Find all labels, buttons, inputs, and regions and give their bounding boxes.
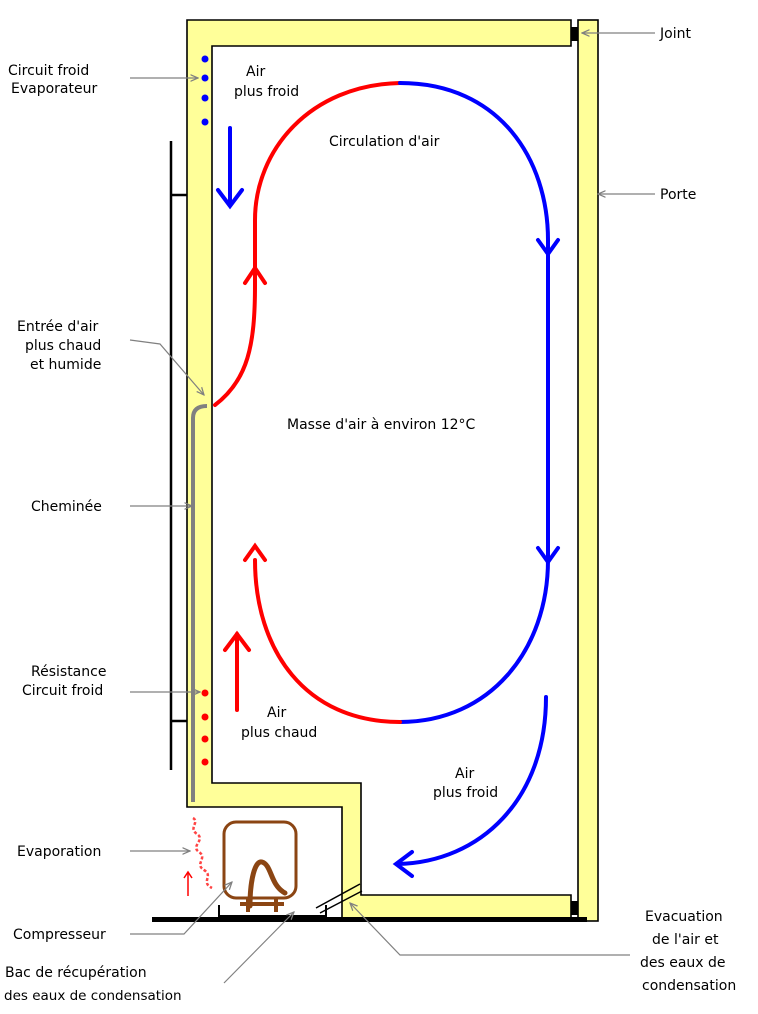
label-evacuation-1: Evacuation — [645, 909, 723, 925]
back-panel — [169, 141, 187, 770]
label-air-warm-1: Air — [267, 705, 286, 721]
compressor-legs — [240, 898, 284, 912]
air-circulation-loop — [213, 81, 550, 724]
label-bac-2: des eaux de condensation — [4, 988, 182, 1004]
compressor-pipe — [247, 859, 288, 909]
fridge-door — [577, 19, 599, 922]
label-entree-3: et humide — [30, 357, 101, 373]
evaporation-up-arrow — [183, 870, 193, 896]
evaporator-coil-dots — [201, 55, 209, 126]
label-resistance-1: Résistance — [31, 664, 106, 680]
leader-lines — [129, 33, 655, 984]
label-evaporation: Evaporation — [17, 844, 101, 860]
drain-pipe — [315, 883, 363, 914]
door-joint-bottom — [571, 901, 578, 915]
label-evacuation-2: de l'air et — [652, 932, 719, 948]
label-evacuation-4: condensation — [642, 978, 736, 994]
evaporation-squiggle — [192, 816, 213, 890]
label-circulation: Circulation d'air — [329, 134, 440, 150]
label-masse-air: Masse d'air à environ 12°C — [287, 417, 476, 433]
chimney-pipe — [191, 404, 208, 802]
door-joint-top — [571, 27, 578, 41]
warm-air-up-arrow — [223, 630, 251, 712]
cold-air-down-arrow — [216, 126, 244, 210]
cold-air-exit-arrow — [392, 695, 548, 878]
label-entree-2: plus chaud — [25, 338, 101, 354]
label-porte: Porte — [660, 187, 696, 203]
label-air-cold-top-2: plus froid — [234, 84, 299, 100]
label-air-warm-2: plus chaud — [241, 725, 317, 741]
label-circuit-froid-evap-1: Circuit froid — [8, 63, 89, 79]
label-joint: Joint — [659, 26, 691, 42]
fridge-wall — [186, 19, 572, 922]
label-compresseur: Compresseur — [13, 927, 106, 943]
loop-arrowheads — [243, 238, 560, 566]
floor — [152, 917, 587, 922]
label-air-cold-bottom-2: plus froid — [433, 785, 498, 801]
label-air-cold-bottom-1: Air — [455, 766, 474, 782]
label-air-cold-top-1: Air — [246, 64, 265, 80]
label-evacuation-3: des eaux de — [640, 955, 726, 971]
label-cheminee: Cheminée — [31, 499, 102, 515]
label-entree-1: Entrée d'air — [17, 319, 99, 335]
resistance-dots — [201, 689, 209, 766]
condensation-tray — [218, 905, 327, 917]
label-circuit-froid-evap-2: Evaporateur — [11, 81, 97, 97]
label-bac-1: Bac de récupération — [5, 965, 147, 981]
label-resistance-2: Circuit froid — [22, 683, 103, 699]
